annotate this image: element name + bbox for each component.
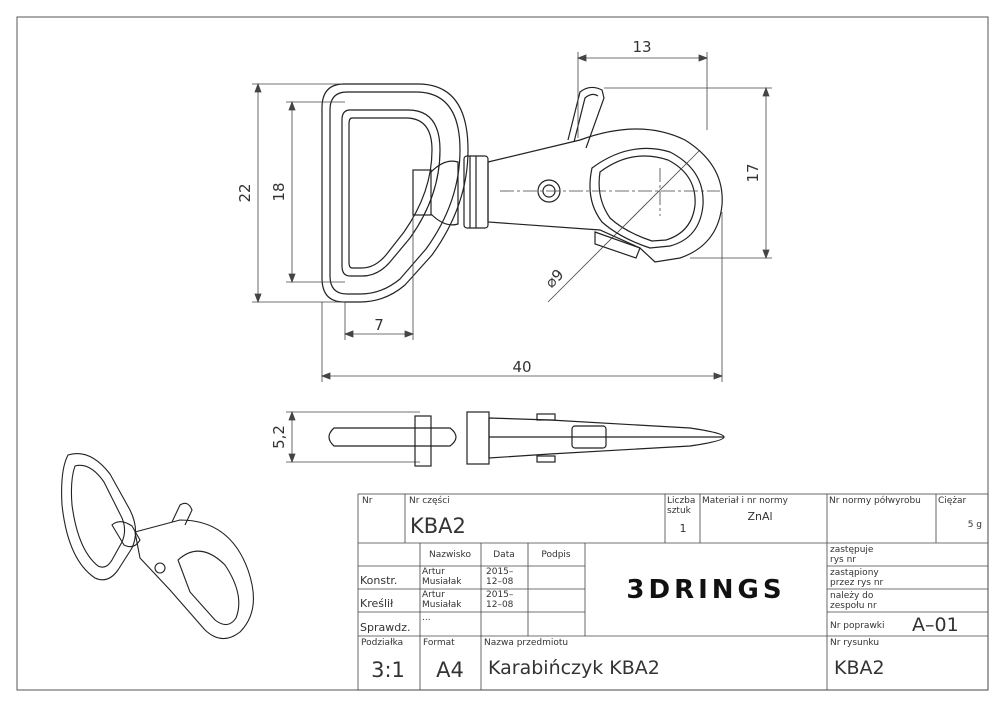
tb-kreslil-name-2: Musiałak (422, 600, 462, 610)
tb-nalezy-1: należy do (830, 591, 874, 601)
tb-sprawdz-value: ... (422, 613, 431, 623)
tb-ciezar-label: Ciężar (938, 496, 967, 506)
dim-13: 13 (632, 38, 651, 56)
tb-zastapiony-1: zastąpiony (830, 568, 879, 578)
side-swivel (414, 415, 432, 467)
title-block-grid (357, 493, 989, 691)
tb-podzialka-label: Podziałka (361, 638, 403, 648)
tb-nr-rysunku-value: KBA2 (834, 657, 885, 679)
iso-swivel (111, 521, 141, 548)
gate-lever (567, 86, 605, 149)
arrow (288, 453, 296, 464)
arrow (288, 410, 296, 421)
tb-nr-poprawki-label: Nr poprawki (830, 621, 885, 631)
arrow (576, 54, 587, 62)
tb-kreslil-date-2: 12–08 (486, 600, 514, 610)
dim-18: 18 (270, 182, 288, 201)
tb-nr-czesci-label: Nr części (409, 495, 450, 506)
tb-nr-rysunku-label: Nr rysunku (830, 638, 879, 648)
tb-liczba-label-1: Liczba (667, 496, 695, 506)
arrow (254, 82, 262, 93)
tb-material-label: Materiał i nr normy (702, 496, 789, 506)
tb-nazwa-value: Karabińczyk KBA2 (488, 657, 660, 679)
dim-5-2: 5,2 (270, 425, 288, 449)
tb-kreslil-name-1: Artur (422, 590, 445, 600)
arrow (343, 330, 354, 338)
dim-40: 40 (512, 358, 531, 376)
tb-format-label: Format (423, 638, 455, 648)
tb-nazwa-label: Nazwa przedmiotu (484, 638, 568, 648)
tb-nr-poprawki-value: A–01 (912, 614, 959, 636)
tb-kreslil-label: Kreślił (360, 597, 394, 610)
front-view (321, 83, 723, 303)
d-ring-inner (341, 109, 441, 277)
hook-body (487, 128, 723, 263)
arrow (288, 100, 296, 111)
dim-7: 7 (374, 316, 384, 334)
arrow (320, 372, 331, 380)
iso-hook (134, 519, 254, 640)
iso-lever (171, 502, 193, 526)
tb-podpis-label: Podpis (541, 550, 571, 560)
dim-17: 17 (744, 163, 762, 182)
tb-nazwisko-label: Nazwisko (429, 550, 471, 560)
tb-zastepuje-1: zastępuje (830, 545, 874, 555)
tb-format-value: A4 (436, 658, 464, 682)
iso-view (61, 453, 254, 640)
tb-konstr-label: Konstr. (360, 574, 397, 587)
tb-podzialka-value: 3:1 (371, 658, 405, 682)
tb-zastepuje-2: rys nr (830, 555, 856, 565)
arrow (254, 293, 262, 304)
tb-material-value: ZnAl (747, 510, 772, 523)
tb-nalezy-2: zespołu nr (830, 601, 877, 611)
tb-data-label: Data (493, 550, 515, 560)
logo-3drings: 3DRINGS (626, 575, 785, 605)
side-ring (328, 427, 457, 447)
tb-ciezar-value: 5 g (968, 520, 982, 530)
tb-outer (357, 493, 989, 691)
tb-konstr-name-2: Musiałak (422, 577, 462, 587)
arrow (288, 273, 296, 284)
side-lever-bot (536, 455, 556, 463)
gate-lever-inner (573, 93, 599, 143)
swivel-block (412, 169, 432, 216)
dim-diameter-9: ⌀9 (542, 266, 568, 292)
iso-ring-inner (70, 464, 126, 568)
arrow (762, 249, 770, 260)
gate-tip (594, 231, 641, 259)
swivel-neck (430, 160, 459, 226)
side-lever-top (536, 413, 556, 421)
side-view (328, 411, 725, 467)
iso-rivet (154, 562, 166, 574)
hook-inner-2 (598, 155, 696, 242)
tb-nr-normy-label: Nr normy półwyrobu (829, 495, 921, 506)
tb-liczba-label-2: sztuk (667, 506, 692, 516)
arrow (762, 86, 770, 97)
tb-kreslil-date-1: 2015– (486, 590, 514, 600)
d-ring-inner-2 (348, 117, 433, 269)
tb-konstr-date-1: 2015– (486, 567, 514, 577)
arrow (404, 330, 415, 338)
center-lines (500, 168, 720, 216)
tb-konstr-name-1: Artur (422, 567, 445, 577)
dimension-lines (252, 52, 772, 464)
d-ring-mid (329, 91, 461, 295)
d-ring-outer (321, 83, 469, 303)
tb-nr-label: Nr (362, 496, 373, 506)
iso-ring-outer (61, 453, 137, 581)
tb-sprawdz-label: Sprawdz. (360, 621, 410, 634)
arrow (713, 372, 724, 380)
hook-inner (589, 147, 704, 249)
tb-konstr-date-2: 12–08 (486, 577, 514, 587)
dim-22: 22 (236, 183, 254, 202)
tb-nr-czesci-value: KBA2 (410, 514, 466, 538)
dia9-leader (547, 149, 701, 303)
arrow (698, 54, 709, 62)
tb-zastapiony-2: przez rys nr (830, 578, 884, 588)
side-barrel (466, 411, 490, 465)
tb-liczba-value: 1 (680, 522, 687, 535)
iso-hook-inner (177, 550, 240, 626)
